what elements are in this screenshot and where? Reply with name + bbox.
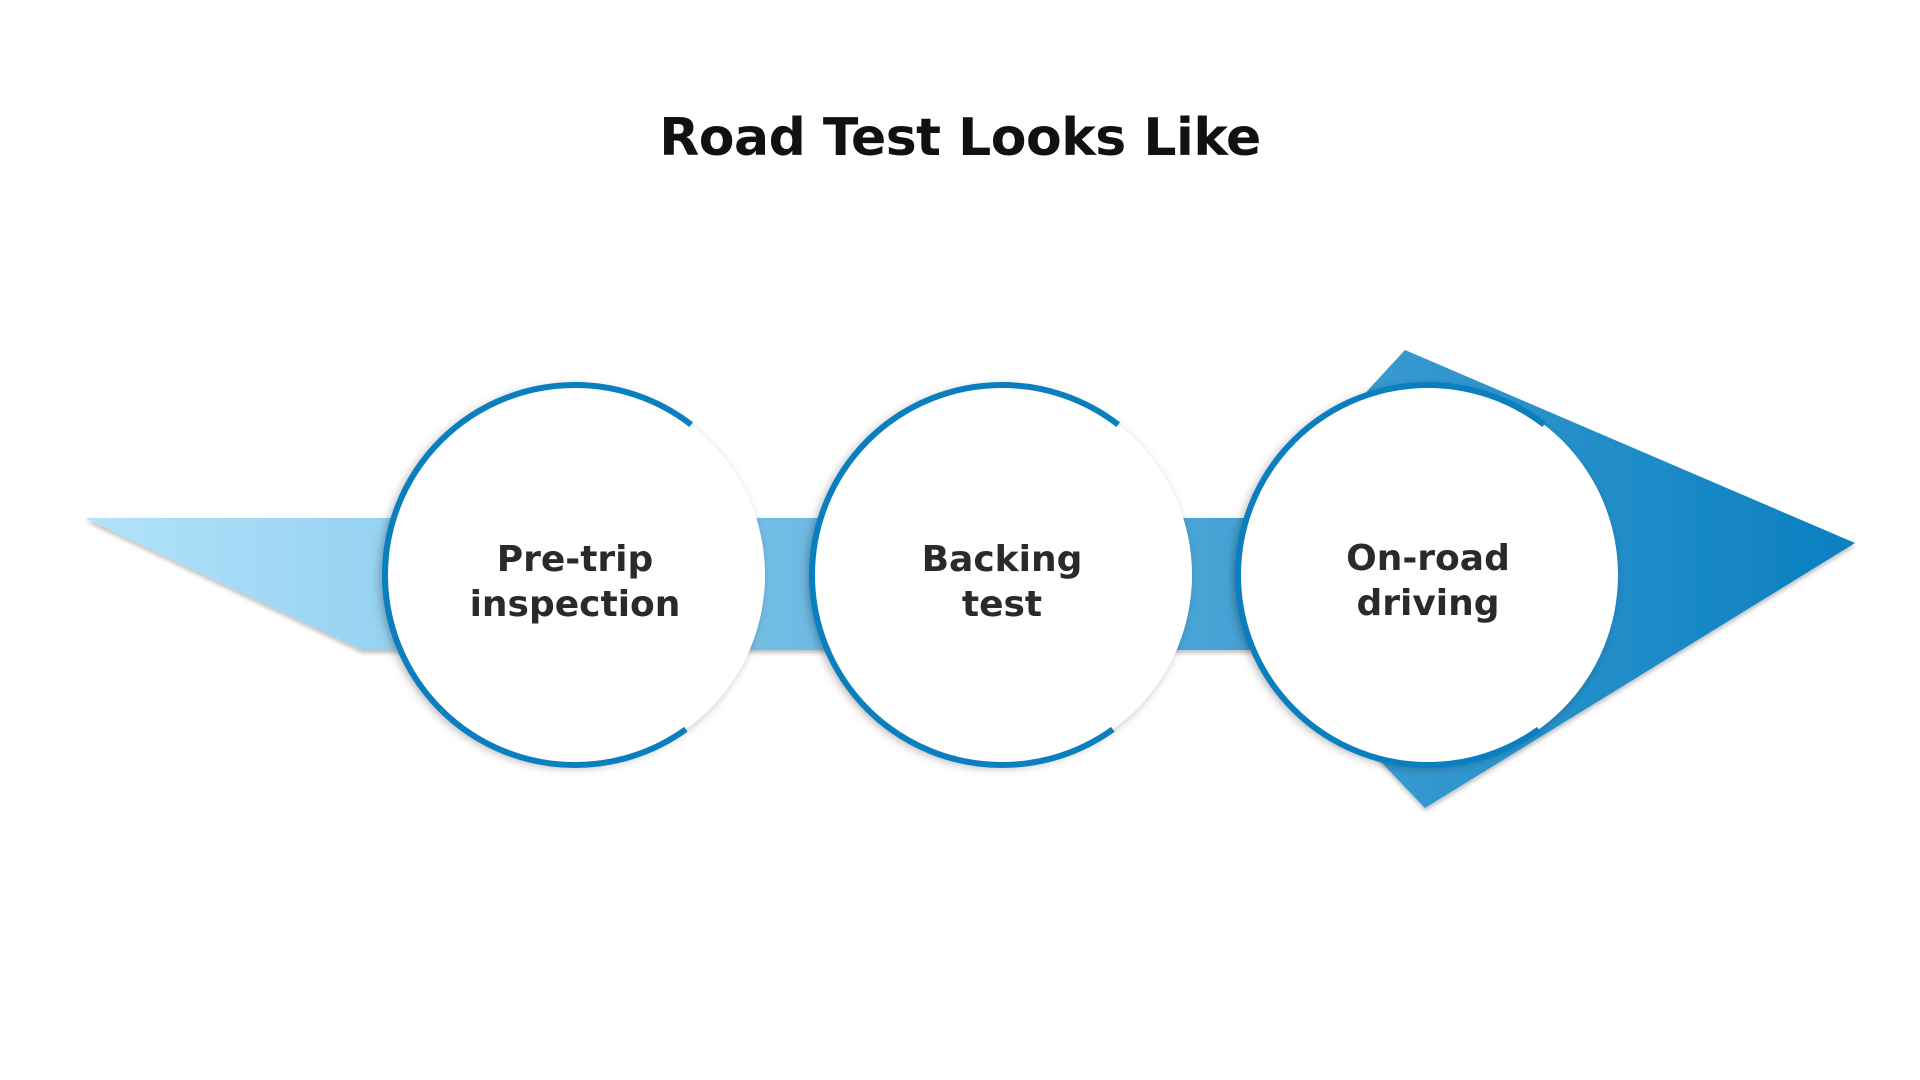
step-ring <box>382 382 768 768</box>
step-circle <box>812 385 1192 765</box>
step-label-line2: driving <box>1356 583 1499 624</box>
step-label-line1: Backing <box>922 539 1083 580</box>
step-ring <box>809 382 1195 768</box>
step-pre-trip-inspection: Pre-trip inspection <box>382 382 768 768</box>
step-ring <box>1235 382 1621 768</box>
step-circle <box>1238 385 1618 765</box>
step-on-road-driving: On-road driving <box>1235 382 1621 768</box>
step-label-line1: On-road <box>1346 538 1510 579</box>
page-title: Road Test Looks Like <box>659 108 1261 168</box>
step-label-line2: inspection <box>470 584 681 625</box>
step-circle <box>385 385 765 765</box>
step-label-line2: test <box>962 584 1042 625</box>
step-backing-test: Backing test <box>809 382 1195 768</box>
step-label-line1: Pre-trip <box>497 539 654 580</box>
